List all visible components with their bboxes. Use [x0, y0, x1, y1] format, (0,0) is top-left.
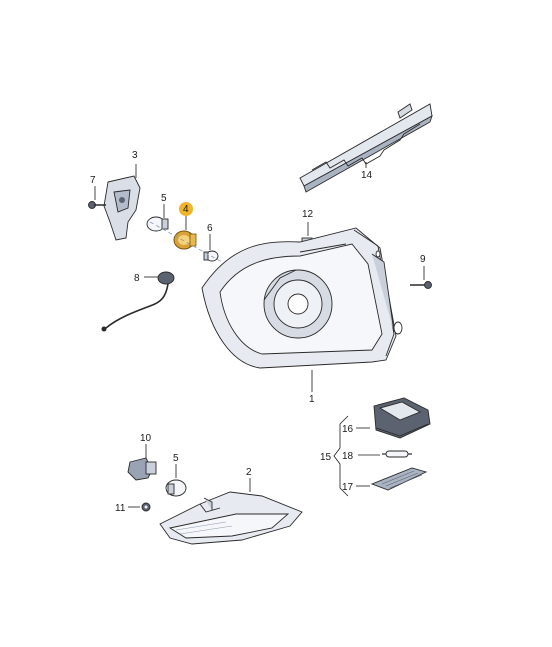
part-side-lamp[interactable] [159, 491, 303, 545]
callout-9: 9 [420, 254, 426, 265]
callout-7: 7 [90, 175, 96, 186]
part-festoon-bulb[interactable] [382, 450, 412, 458]
callout-1: 1 [309, 394, 315, 405]
part-bulb-5-upper[interactable] [146, 216, 169, 232]
callout-5-lower: 5 [173, 453, 179, 464]
part-lamp-housing[interactable] [373, 397, 431, 439]
part-lower-socket[interactable] [127, 457, 157, 481]
part-bulb-socket-highlighted[interactable] [173, 230, 197, 250]
part-bulb-5-lower[interactable] [165, 479, 187, 497]
part-headlight-housing[interactable] [201, 227, 403, 369]
callout-17: 17 [342, 482, 354, 493]
callout-5-upper: 5 [161, 193, 167, 204]
callout-14: 14 [361, 170, 373, 181]
callout-4: 4 [183, 204, 189, 215]
part-wiring-harness[interactable] [101, 271, 175, 332]
callout-11: 11 [115, 503, 126, 514]
part-screw-11[interactable] [141, 502, 151, 512]
part-lamp-lens[interactable] [370, 467, 428, 491]
callout-15: 15 [320, 452, 332, 463]
callout-4-highlight [179, 202, 193, 216]
part-trim-strip[interactable] [299, 103, 433, 193]
callout-8: 8 [134, 273, 140, 284]
callout-10: 10 [140, 433, 152, 444]
callout-6: 6 [207, 223, 213, 234]
callout-16: 16 [342, 424, 354, 435]
part-screw-7[interactable] [88, 201, 107, 209]
callout-12: 12 [302, 209, 314, 220]
callout-2: 2 [246, 467, 252, 478]
callout-18: 18 [342, 451, 354, 462]
part-bulb-6[interactable] [203, 250, 219, 262]
part-bracket[interactable] [103, 175, 141, 241]
callout-3: 3 [132, 150, 138, 161]
part-screw-9[interactable] [410, 281, 432, 289]
